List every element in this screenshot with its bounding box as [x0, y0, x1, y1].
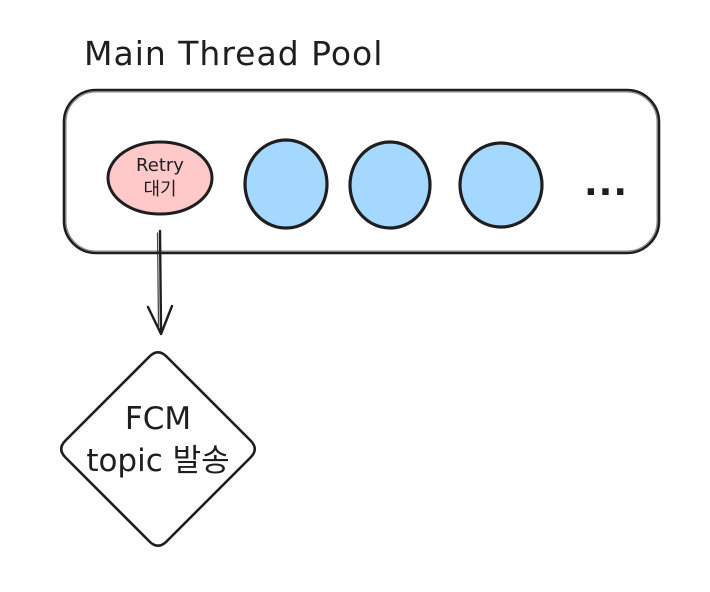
- worker-thread-circle: [348, 140, 432, 230]
- more-threads-ellipsis: ...: [584, 163, 629, 204]
- retry-thread-circle: [106, 140, 214, 216]
- worker-thread-circle: [458, 141, 544, 229]
- retry-thread-label-line1: Retry: [136, 155, 184, 176]
- retry-to-fcm-arrow: [146, 229, 174, 336]
- fcm-topic-label-line2: topic 발송: [86, 443, 230, 479]
- worker-thread-circle: [243, 138, 329, 230]
- retry-thread-label: Retry 대기: [108, 154, 212, 202]
- fcm-topic-label-line1: FCM: [124, 401, 192, 437]
- thread-pool-box-sketch-stroke: [65, 91, 658, 252]
- arrowhead: [146, 304, 174, 336]
- diagram-title: Main Thread Pool: [84, 34, 384, 73]
- retry-thread-label-line2: 대기: [143, 179, 177, 200]
- fcm-topic-diamond: [59, 350, 257, 548]
- fcm-topic-label: FCM topic 발송: [58, 398, 258, 482]
